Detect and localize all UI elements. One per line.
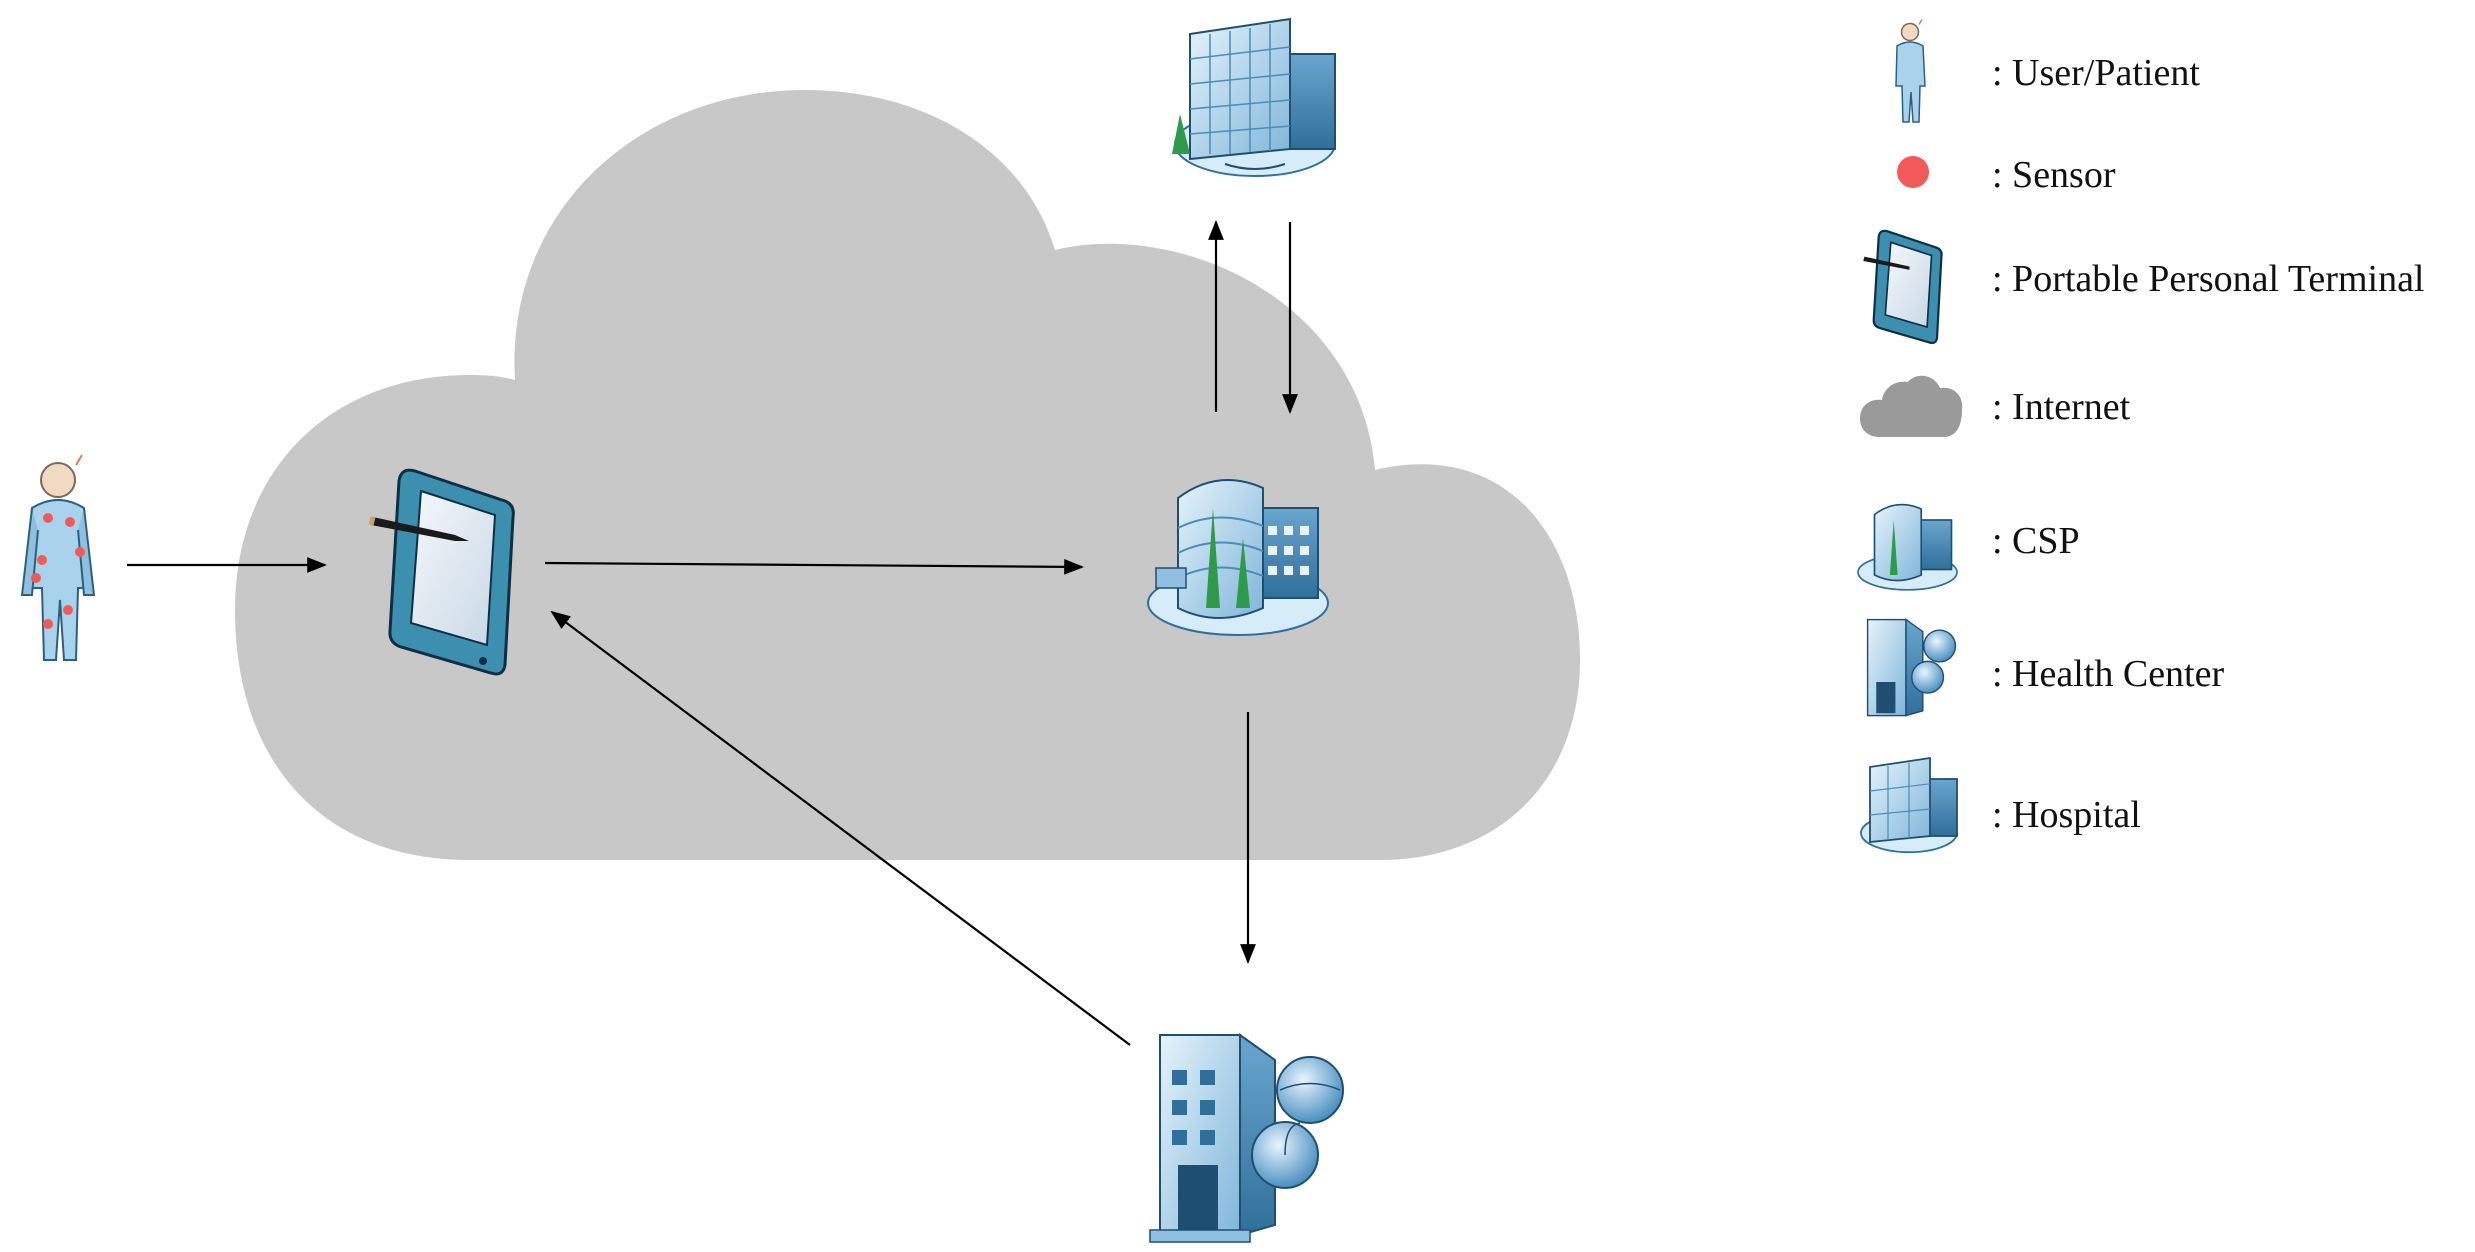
internet-cloud [235,90,1580,860]
legend [1857,19,1963,854]
tablet-icon [368,468,515,676]
health-center-building-icon [1866,618,1957,717]
sensor-dot-icon [75,547,85,557]
hospital-building-icon [1172,17,1336,177]
hospital-building-icon [1860,756,1958,854]
sensor-dot-icon [31,573,41,583]
sensor-dot-icon [37,555,47,565]
legend-label-user-patient: : User/Patient [1992,52,2200,94]
legend-label-health-center: : Health Center [1992,653,2225,695]
arrow-health-center-to-terminal [550,610,1131,1046]
tablet-icon [1863,229,1943,345]
legend-label-sensor: : Sensor [1992,154,2116,196]
legend-label-hospital: : Hospital [1992,794,2141,836]
connection-arrows [127,220,1298,1046]
sensor-dot-icon [63,605,73,615]
sensor-dot-icon [65,517,75,527]
cloud-icon [1860,375,1963,437]
sensor-dot-icon [43,513,53,523]
legend-label-csp: : CSP [1992,520,2080,562]
sensor-dot-icon [1897,156,1929,188]
csp-building-icon [1857,503,1958,591]
health-center-building-icon [1149,1033,1344,1243]
patient-icon [20,454,96,661]
arrow-terminal-to-csp [544,558,1084,575]
globe-icon [1276,1056,1344,1124]
legend-label-portable-terminal: : Portable Personal Terminal [1992,258,2425,300]
patient-icon [1895,19,1926,123]
sensor-dot-icon [43,619,53,629]
csp-building-icon [1147,479,1329,636]
legend-label-internet: : Internet [1992,386,2131,428]
